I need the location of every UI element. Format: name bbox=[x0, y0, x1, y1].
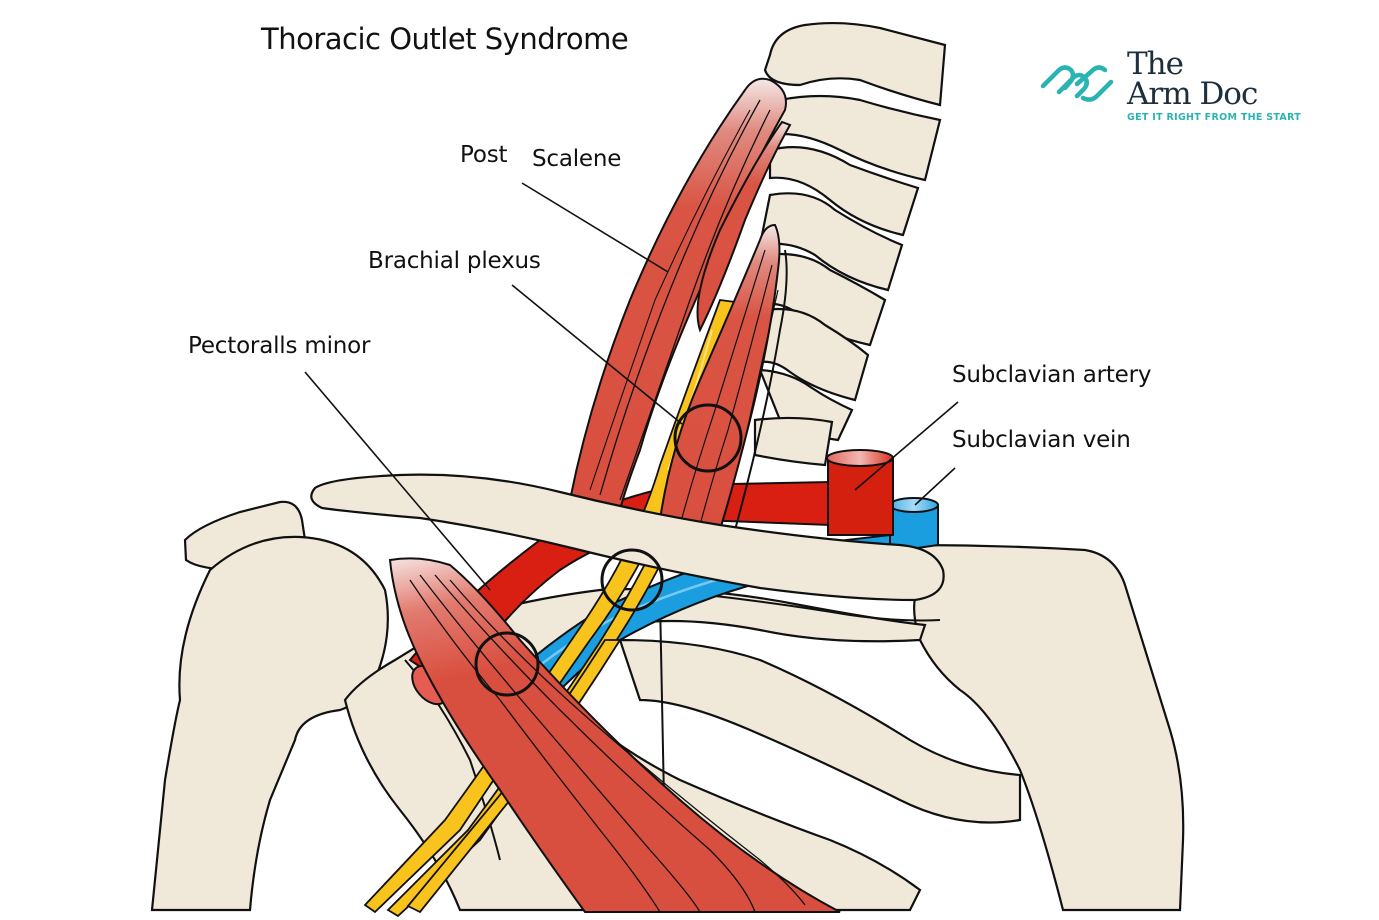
leader-line-subclavian-vein bbox=[914, 467, 956, 506]
logo-text-line1: The bbox=[1127, 46, 1184, 82]
leader-line-pectoralis-minor bbox=[304, 371, 491, 591]
compression-circle-subpectoral bbox=[474, 631, 540, 697]
leader-line-brachial-plexus bbox=[511, 284, 683, 425]
right-scapula-humerus bbox=[913, 543, 1185, 912]
post-scalene-muscle bbox=[568, 77, 792, 512]
label-scalene: Scalene bbox=[532, 146, 622, 172]
middle-scalene-muscle bbox=[658, 223, 788, 532]
logo-tagline: GET IT RIGHT FROM THE START bbox=[1127, 112, 1302, 123]
diagram-title: Thoracic Outlet Syndrome bbox=[261, 22, 629, 56]
logo-text-line2: Arm Doc bbox=[1127, 76, 1258, 112]
clavicle bbox=[310, 473, 945, 602]
label-brachial-plexus: Brachial plexus bbox=[368, 248, 541, 274]
double-wave-logo-icon bbox=[1040, 65, 1114, 102]
compression-circle-interscalene bbox=[673, 403, 743, 473]
leader-line-subclavian-artery bbox=[854, 401, 959, 491]
leader-line-scalene bbox=[521, 182, 669, 273]
label-post-prefix: Post bbox=[460, 142, 508, 168]
left-humerus bbox=[150, 535, 389, 912]
cervical-spine bbox=[753, 22, 947, 467]
pectoralis-minor-muscle bbox=[388, 557, 841, 913]
label-subclavian-vein: Subclavian vein bbox=[952, 427, 1131, 453]
label-subclavian-artery: Subclavian artery bbox=[952, 362, 1152, 388]
label-pectoralis-minor: Pectoralls minor bbox=[188, 333, 371, 359]
brand-logo: The Arm Doc GET IT RIGHT FROM THE START bbox=[1035, 46, 1325, 128]
compression-circle-costoclavicular bbox=[600, 548, 664, 612]
